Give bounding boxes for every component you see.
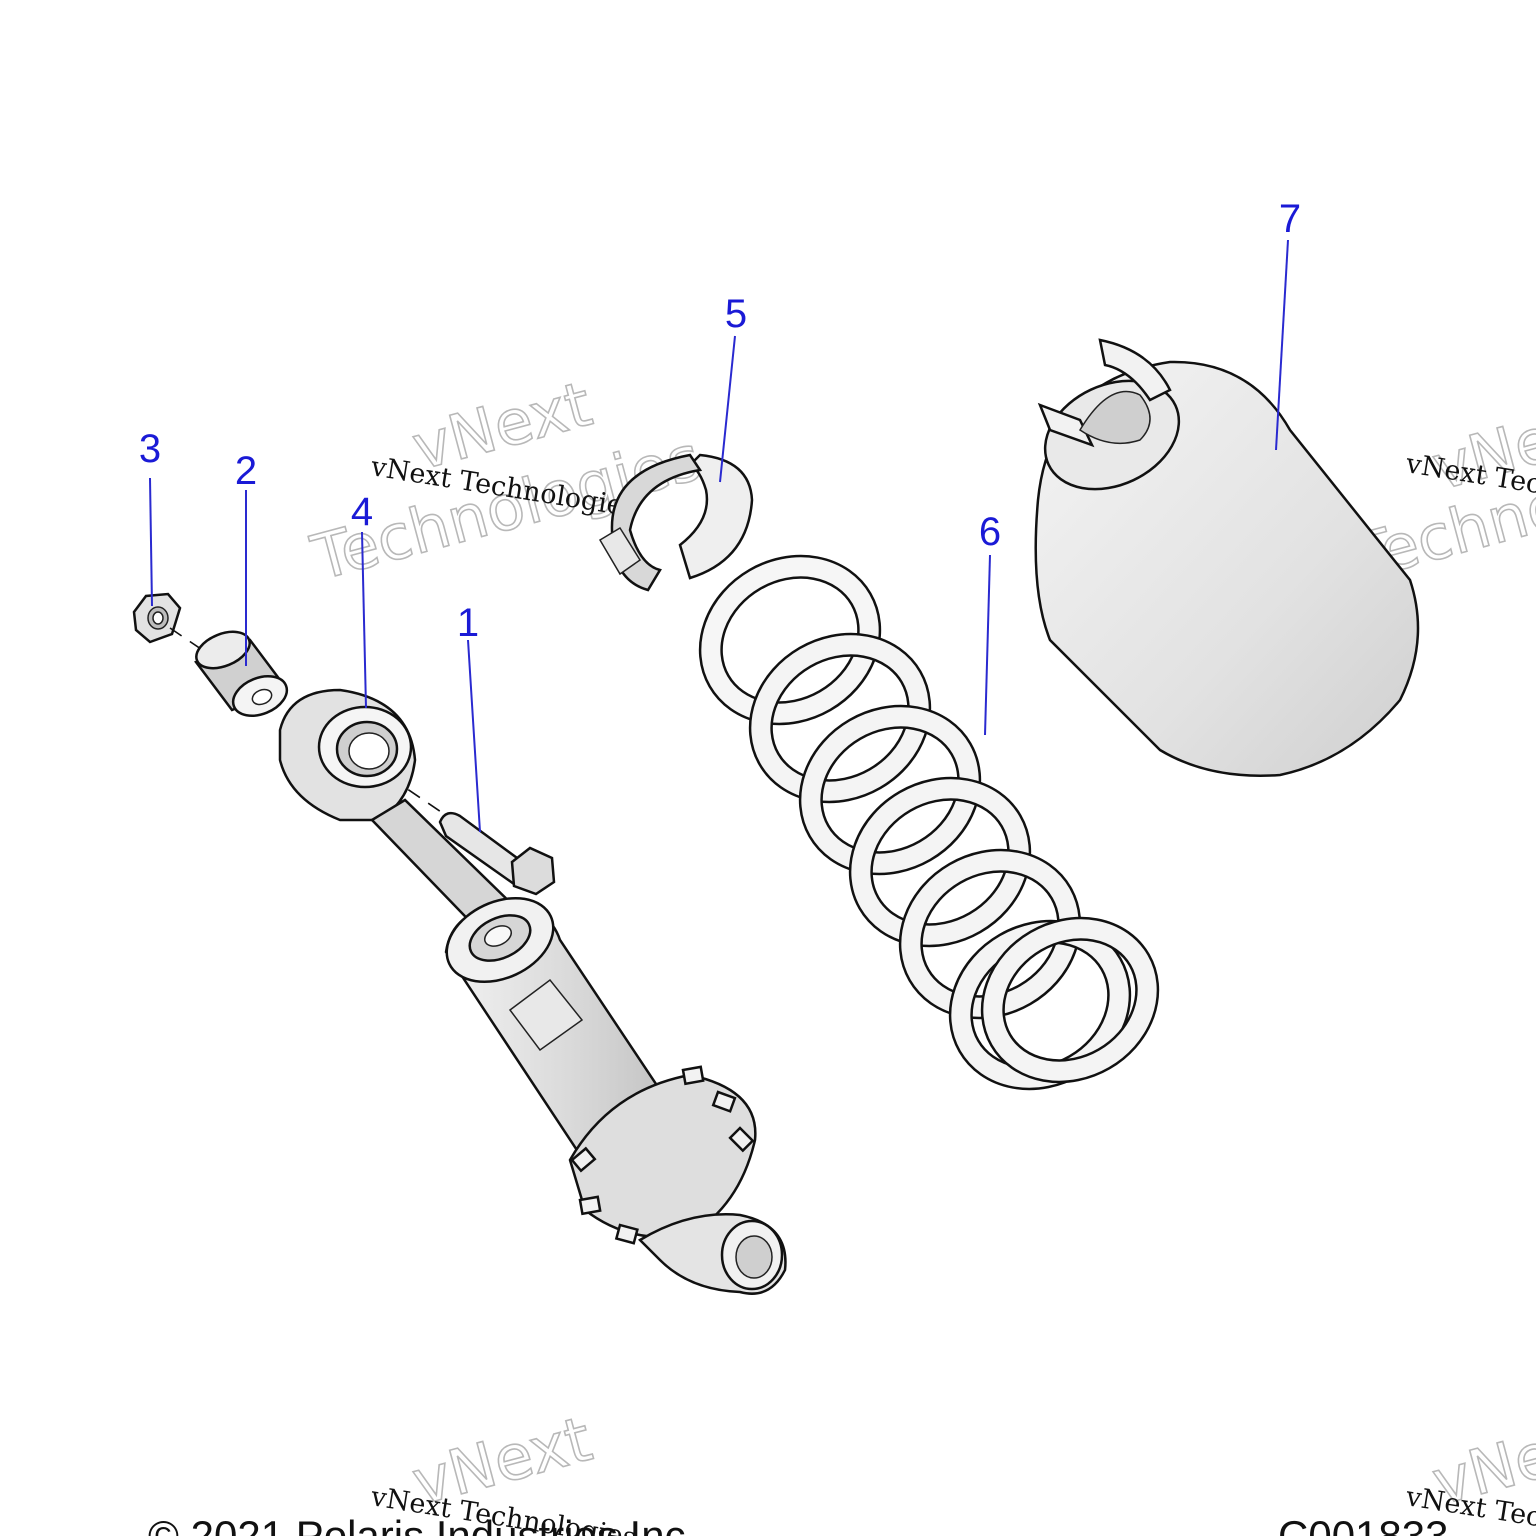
leader-4 xyxy=(361,531,367,709)
callout-4[interactable]: 4 xyxy=(351,490,373,534)
part-spring-retainer xyxy=(598,453,754,592)
part-spacer xyxy=(194,630,289,717)
leader-7 xyxy=(1275,239,1289,451)
leader-5 xyxy=(719,335,736,483)
leader-lines xyxy=(149,239,1289,833)
part-shock-cover xyxy=(1034,338,1420,777)
part-nut xyxy=(132,592,182,644)
footer: © 2021 Polaris Industries Inc. C001833 xyxy=(148,1512,1448,1536)
figure-code: C001833 xyxy=(1278,1512,1448,1536)
callouts: 3 2 4 1 5 6 7 xyxy=(139,197,1301,645)
callout-6[interactable]: 6 xyxy=(979,510,1001,554)
copyright-text: © 2021 Polaris Industries Inc. xyxy=(148,1512,697,1536)
leader-3 xyxy=(149,477,153,607)
callout-5[interactable]: 5 xyxy=(725,292,747,336)
callout-2[interactable]: 2 xyxy=(235,449,257,493)
leader-6 xyxy=(984,554,991,736)
part-coil-spring xyxy=(698,554,1160,1091)
part-bolt xyxy=(438,811,556,896)
callout-3[interactable]: 3 xyxy=(139,427,161,471)
callout-1[interactable]: 1 xyxy=(457,601,479,645)
callout-7[interactable]: 7 xyxy=(1279,197,1301,241)
part-bearing-eye xyxy=(278,688,417,822)
part-shock-body xyxy=(370,798,787,1295)
leader-1 xyxy=(467,639,481,833)
